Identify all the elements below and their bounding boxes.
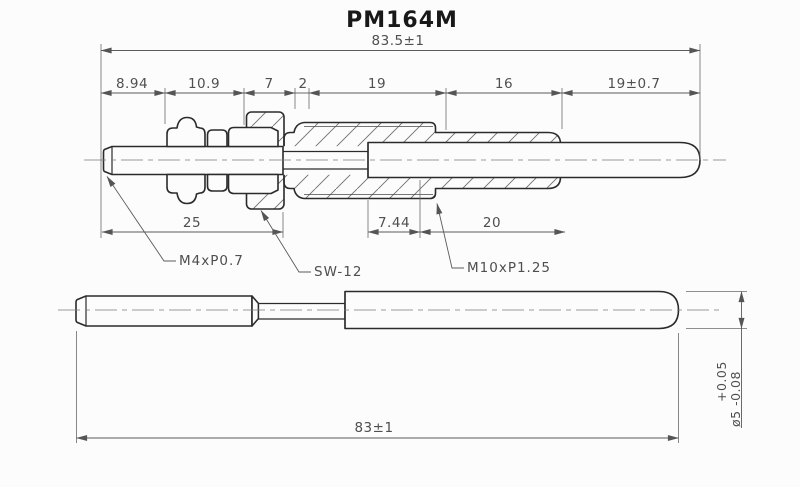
dim-overall-top: 83.5±1 (372, 33, 425, 49)
ring-nut-upper (206, 129, 228, 148)
callout-thread-main: M10xP1.25 (467, 260, 551, 276)
dim-chain-7: 19±0.7 (608, 76, 661, 92)
collar-flange-lower (166, 173, 206, 205)
page-title: PM164M (346, 8, 458, 33)
bore-clearance (283, 146, 369, 175)
collar-flange-upper (166, 116, 206, 148)
dim-lower-1: 25 (183, 215, 201, 231)
m4-stud (102, 145, 284, 176)
bottom-view-dimensions: 83±1 +0.05 ø5 -0.08 (58, 291, 747, 443)
ring-nut-lower (206, 173, 228, 192)
top-view-part (102, 111, 701, 210)
dim-chain-4: 2 (298, 76, 307, 92)
callout-wrench-size: SW-12 (314, 264, 362, 280)
dim-diameter-tol-plus: +0.05 (714, 361, 729, 402)
dim-lower-3: 20 (483, 215, 501, 231)
dim-diameter-value: ø5 -0.08 (728, 371, 743, 427)
bushing-upper (227, 126, 279, 148)
callout-thread-small: M4xP0.7 (179, 253, 244, 269)
leader-m10 (436, 203, 464, 269)
bushing-lower (227, 173, 279, 195)
dim-overall-bottom: 83±1 (354, 420, 393, 436)
dim-chain-6: 16 (495, 76, 513, 92)
leader-sw12 (260, 210, 311, 273)
leader-m4 (106, 176, 176, 262)
dim-chain-3: 7 (264, 76, 273, 92)
stud (75, 295, 253, 327)
dim-chain-2: 10.9 (188, 76, 220, 92)
dim-chain-5: 19 (368, 76, 386, 92)
thread-runout (251, 295, 260, 327)
shaft (257, 302, 346, 320)
dim-lower-2: 7.44 (378, 215, 410, 231)
top-view-dimensions: 83.5±1 8.94 10.9 7 2 19 16 19±0.7 25 7.4… (84, 33, 726, 280)
dim-chain-1: 8.94 (116, 76, 148, 92)
